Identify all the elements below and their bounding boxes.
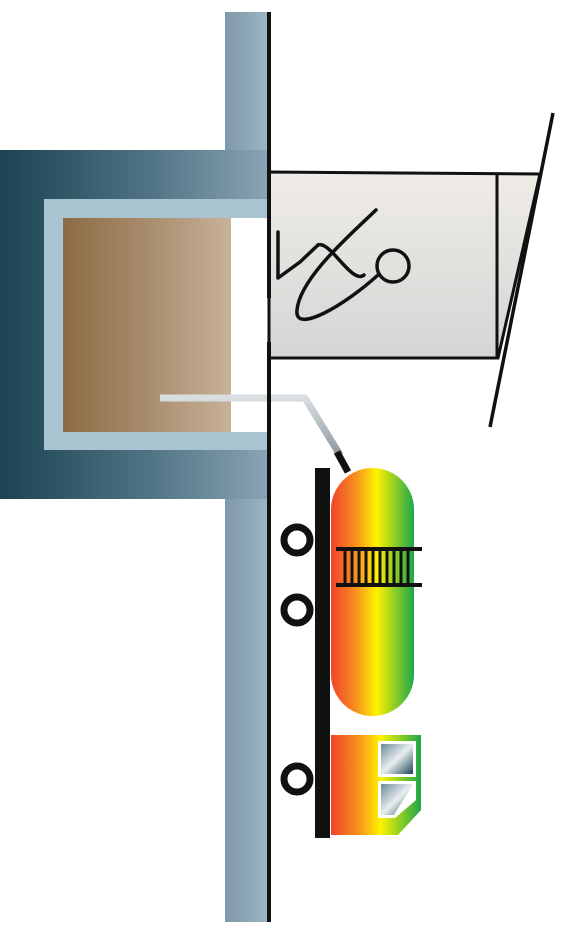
cylinder-tank-icon (331, 468, 414, 716)
ring-1 (280, 523, 314, 557)
exterior-panel (267, 170, 542, 360)
mounting-rail (315, 468, 330, 838)
ring-2 (280, 593, 314, 627)
window-icon (378, 741, 416, 818)
squiggle-loop-symbol (276, 208, 411, 322)
pipe-end (333, 450, 352, 474)
supply-pipe (160, 394, 343, 457)
slanted-edge (488, 112, 555, 428)
tank-ladder (336, 547, 422, 587)
ring-3 (280, 762, 314, 796)
